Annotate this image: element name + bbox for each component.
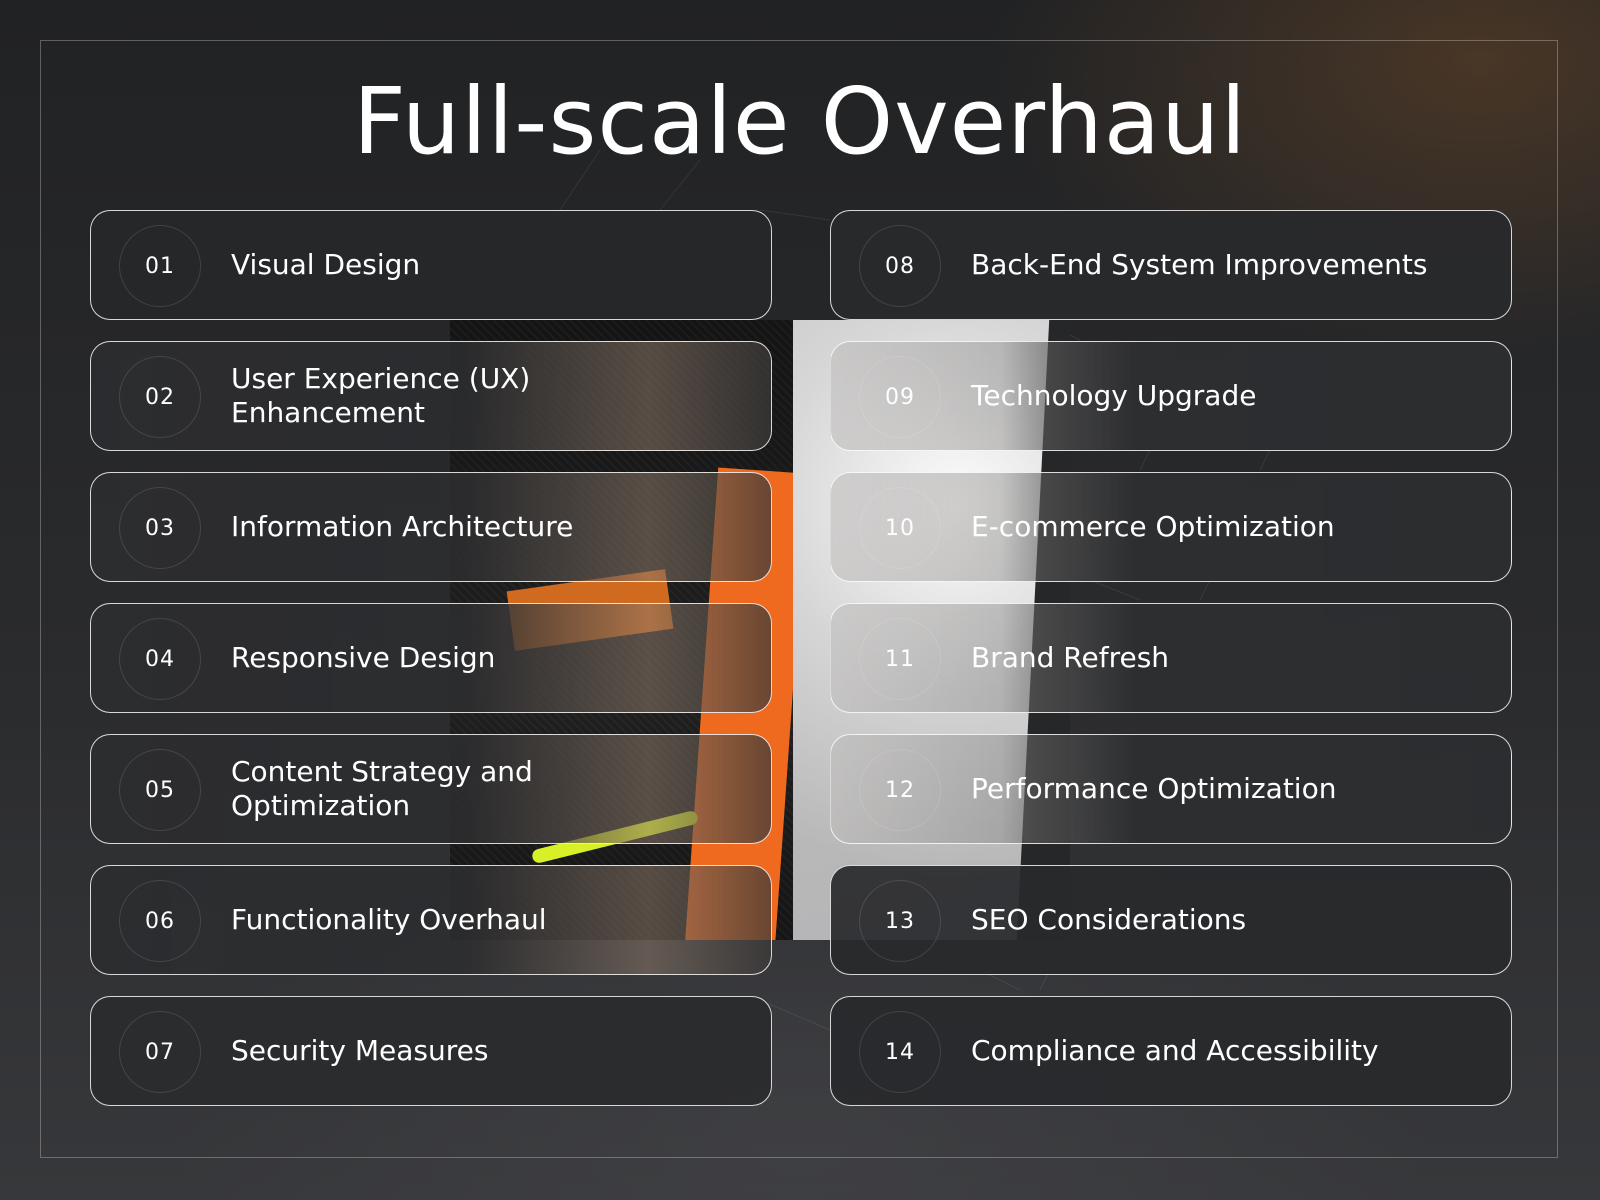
item-number-badge: 04: [119, 618, 201, 700]
item-number-badge: 12: [859, 749, 941, 831]
item-label: Compliance and Accessibility: [971, 1034, 1379, 1067]
item-number-badge: 13: [859, 880, 941, 962]
list-item: 03 Information Architecture: [90, 472, 772, 582]
item-label: Technology Upgrade: [971, 379, 1257, 412]
left-item-column: 01 Visual Design 02 User Experience (UX)…: [90, 210, 772, 1127]
item-number-badge: 11: [859, 618, 941, 700]
item-label: Content Strategy and Optimization: [231, 755, 533, 822]
item-label: Responsive Design: [231, 641, 496, 674]
page-title: Full-scale Overhaul: [352, 68, 1248, 175]
list-item: 01 Visual Design: [90, 210, 772, 320]
item-label: Performance Optimization: [971, 772, 1337, 805]
item-number-badge: 05: [119, 749, 201, 831]
list-item: 04 Responsive Design: [90, 603, 772, 713]
item-label: Back-End System Improvements: [971, 248, 1428, 281]
item-label: Security Measures: [231, 1034, 489, 1067]
list-item: 05 Content Strategy and Optimization: [90, 734, 772, 844]
item-label: SEO Considerations: [971, 903, 1247, 936]
item-label: Visual Design: [231, 248, 421, 281]
list-item: 09 Technology Upgrade: [830, 341, 1512, 451]
list-item: 06 Functionality Overhaul: [90, 865, 772, 975]
list-item: 11 Brand Refresh: [830, 603, 1512, 713]
outer-frame: [40, 40, 1558, 1158]
list-item: 02 User Experience (UX) Enhancement: [90, 341, 772, 451]
item-label: Brand Refresh: [971, 641, 1170, 674]
item-label: Functionality Overhaul: [231, 903, 547, 936]
item-number-badge: 01: [119, 225, 201, 307]
list-item: 07 Security Measures: [90, 996, 772, 1106]
list-item: 08 Back-End System Improvements: [830, 210, 1512, 320]
list-item: 10 E-commerce Optimization: [830, 472, 1512, 582]
list-item: 14 Compliance and Accessibility: [830, 996, 1512, 1106]
item-label: User Experience (UX) Enhancement: [231, 362, 531, 429]
item-number-badge: 08: [859, 225, 941, 307]
item-number-badge: 09: [859, 356, 941, 438]
item-number-badge: 14: [859, 1011, 941, 1093]
item-number-badge: 10: [859, 487, 941, 569]
list-item: 13 SEO Considerations: [830, 865, 1512, 975]
right-item-column: 08 Back-End System Improvements 09 Techn…: [830, 210, 1512, 1127]
item-label: E-commerce Optimization: [971, 510, 1335, 543]
item-label: Information Architecture: [231, 510, 574, 543]
list-item: 12 Performance Optimization: [830, 734, 1512, 844]
item-number-badge: 03: [119, 487, 201, 569]
item-number-badge: 07: [119, 1011, 201, 1093]
item-number-badge: 02: [119, 356, 201, 438]
item-number-badge: 06: [119, 880, 201, 962]
